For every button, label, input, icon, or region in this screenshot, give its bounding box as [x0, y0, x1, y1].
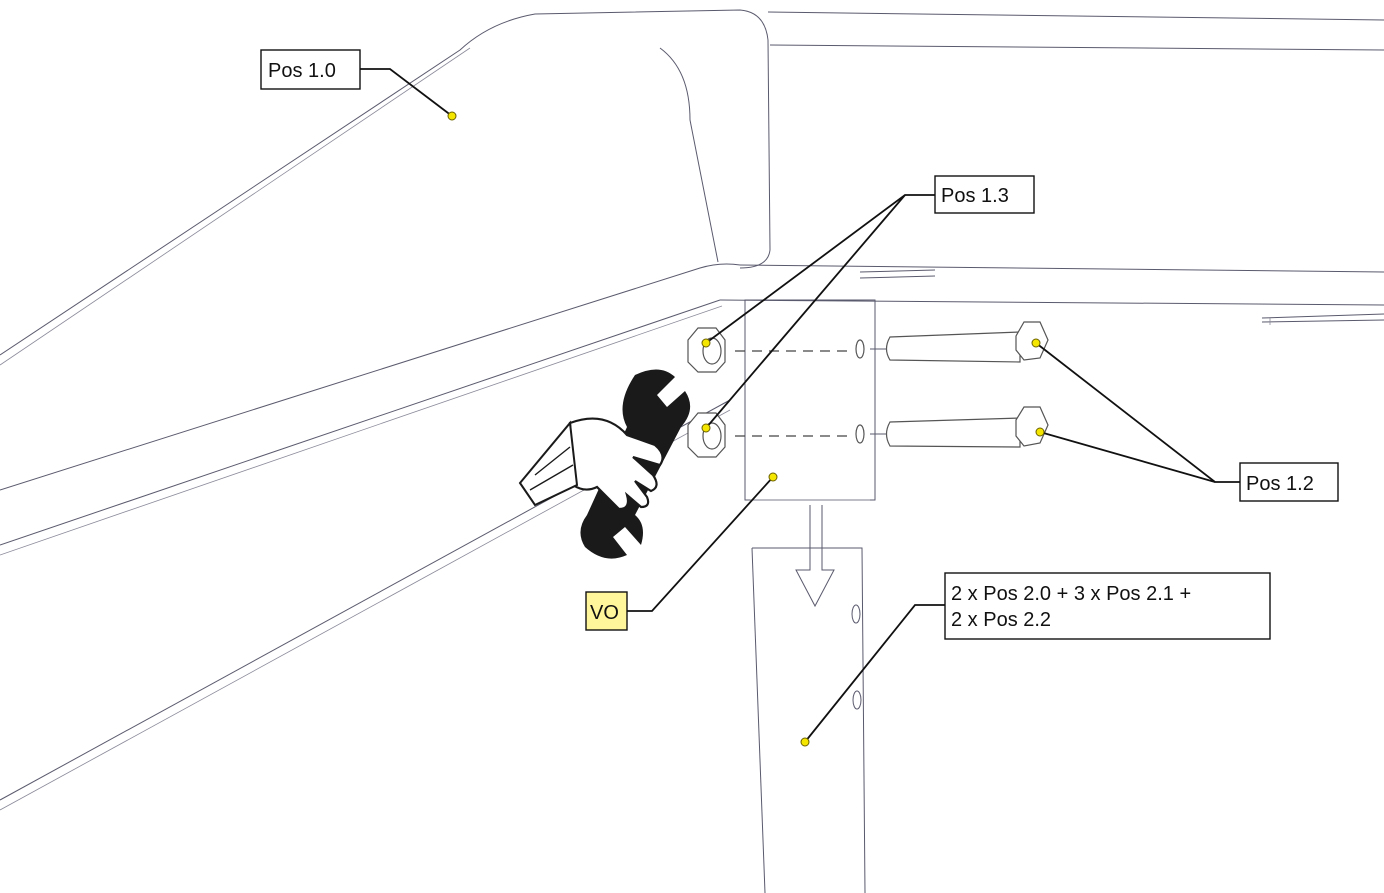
corner-bracket [744, 299, 876, 501]
leader-lines [360, 68, 1240, 743]
callout-pos-1-2-text: Pos 1.2 [1246, 473, 1314, 495]
frame-rail [0, 9, 1384, 811]
down-arrow-icon [795, 505, 835, 608]
callout-pos-1-0-text: Pos 1.0 [268, 60, 336, 82]
callout-pos-2: 2 x Pos 2.0 + 3 x Pos 2.1 + 2 x Pos 2.2 [944, 572, 1271, 640]
callout-pos-1-2: Pos 1.2 [1239, 462, 1339, 502]
callout-vo: VO [585, 591, 628, 631]
callout-pos-2-line2: 2 x Pos 2.2 [951, 609, 1051, 631]
marker-dots [447, 111, 1045, 747]
table-leg [751, 547, 866, 893]
callout-vo-text: VO [590, 602, 619, 624]
callout-pos-1-0: Pos 1.0 [260, 49, 361, 90]
callout-pos-1-3-text: Pos 1.3 [941, 185, 1009, 207]
callout-pos-2-line1: 2 x Pos 2.0 + 3 x Pos 2.1 + [951, 583, 1191, 605]
wrench-hand-icon [518, 369, 691, 559]
bolts-and-nuts [687, 321, 1049, 458]
callout-pos-1-3: Pos 1.3 [934, 175, 1035, 214]
